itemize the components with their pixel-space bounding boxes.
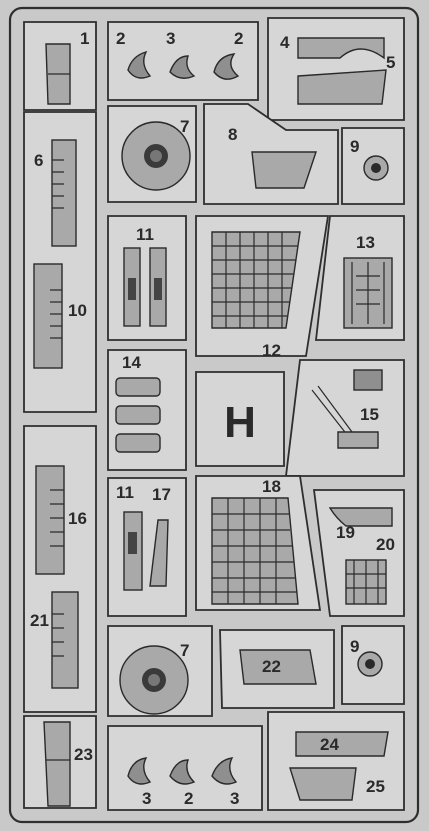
part-3-bottom-left [127,757,152,785]
label-24: 24 [320,735,339,754]
part-10-ribs [50,289,62,339]
part-24 [295,731,389,757]
part-2-top-left [127,50,152,79]
part-13-lines [351,262,385,324]
part-14-c [115,433,161,453]
part-9-top-core [371,163,381,173]
part-2-top-right [213,53,240,80]
cell-h [195,371,285,467]
label-3-top: 3 [166,29,175,48]
part-6 [51,139,77,247]
label-13: 13 [356,233,375,252]
label-12: 12 [262,341,281,360]
label-20: 20 [376,535,395,554]
label-23: 23 [74,745,93,764]
part-11-bottom-slot [128,532,137,554]
label-3-bottom-right: 3 [230,789,239,808]
label-11-bottom: 11 [116,483,134,502]
label-10: 10 [68,301,87,320]
label-14: 14 [122,353,141,372]
part-4 [297,37,385,60]
label-25: 25 [366,777,385,796]
part-22 [239,649,317,685]
part-11-top-left-slot [128,278,136,300]
center-h-mark: H [224,398,256,447]
label-2-top-right: 2 [234,29,243,48]
label-4: 4 [280,33,290,52]
part-15-block [353,369,383,391]
part-3-top [169,55,196,79]
part-7-bottom-hub-core [148,674,160,686]
part-8 [251,151,317,189]
part-18-grid [212,498,297,604]
cell-15 [284,359,405,477]
part-17 [149,519,169,587]
label-7-bottom: 7 [180,641,189,660]
label-11-top: 11 [136,225,154,244]
part-21 [51,591,79,689]
part-2-bottom [169,759,196,785]
label-22: 22 [262,657,281,676]
part-15-rod [311,385,353,437]
part-14-a [115,377,161,397]
label-16: 16 [68,509,87,528]
part-21-ribs [52,613,64,657]
part-19 [328,507,393,527]
label-9-top: 9 [350,137,359,156]
part-20-lines [346,560,386,604]
label-7-top: 7 [180,117,189,136]
label-18: 18 [262,477,281,496]
part-11-top-right-slot [154,278,162,300]
label-15: 15 [360,405,379,424]
part-3-bottom-right [211,757,238,785]
part-14-b [115,405,161,425]
sprue-outer-frame [8,6,420,824]
label-9-bottom: 9 [350,637,359,656]
part-16-ribs [50,489,64,547]
part-10 [33,263,63,369]
part-12-grid [212,232,298,328]
label-8: 8 [228,125,237,144]
label-21: 21 [30,611,49,630]
label-19: 19 [336,523,355,542]
label-5: 5 [386,53,395,72]
part-12 [211,231,301,329]
label-2-top-left: 2 [116,29,125,48]
label-6: 6 [34,151,43,170]
label-17: 17 [152,485,171,504]
part-7-top-hub-core [150,150,162,162]
label-2-bottom: 2 [184,789,193,808]
part-5 [297,69,387,105]
label-1: 1 [80,29,89,48]
part-6-ribs [52,159,64,209]
part-25 [289,767,357,801]
label-3-bottom-left: 3 [142,789,151,808]
part-9-bottom-core [365,659,375,669]
part-15-base [337,431,379,449]
part-16 [35,465,65,575]
part-23 [43,721,71,807]
